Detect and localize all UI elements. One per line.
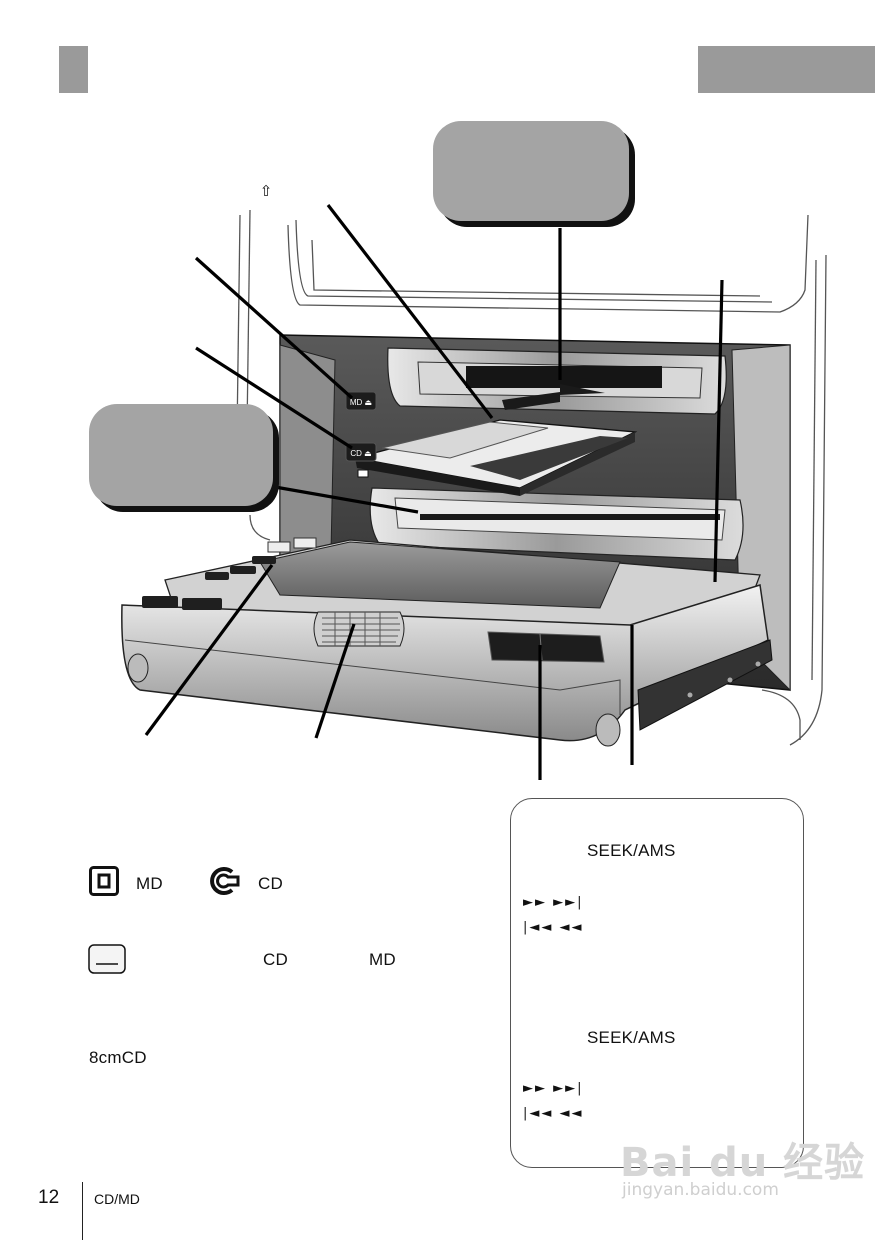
md-mode-icon: [89, 866, 119, 896]
seek-ams-info-box: SEEK/AMS ►► ►►| |◄◄ ◄◄ SEEK/AMS ►► ►►| |…: [510, 798, 804, 1168]
md-label: MD: [136, 874, 163, 893]
leader-lines: [144, 204, 724, 780]
backward-icons-2: |◄◄ ◄◄: [523, 1106, 584, 1121]
forward-icons-1: ►► ►►|: [523, 895, 584, 910]
callout-md-slot: [433, 121, 629, 221]
seek-heading-2: SEEK/AMS: [587, 1028, 676, 1047]
callout-cd-slot: [89, 404, 273, 506]
seek-heading-1: SEEK/AMS: [587, 841, 676, 860]
cd-label-2: CD: [263, 950, 288, 969]
watermark-brand: Bai du 经验: [620, 1140, 866, 1186]
up-arrow-icon: ⇧: [260, 182, 273, 200]
md-label-2: MD: [369, 950, 396, 969]
cd-label: CD: [258, 874, 283, 893]
footer-section: CD/MD: [94, 1191, 140, 1207]
section-tab-left: [59, 46, 88, 93]
md-cartridge: [354, 419, 638, 496]
section-tab-right: [698, 46, 875, 93]
dashboard-outline: [235, 209, 827, 746]
disc-size-note: 8cmCD: [89, 1048, 147, 1067]
page-number: 12: [38, 1187, 60, 1208]
footer-divider: [82, 1182, 83, 1240]
cd-mode-icon: [210, 867, 240, 895]
forward-icons-2: ►► ►►|: [523, 1081, 584, 1096]
eject-slot-icon: [88, 944, 126, 974]
watermark-url: jingyan.baidu.com: [622, 1180, 779, 1200]
backward-icons-1: |◄◄ ◄◄: [523, 920, 584, 935]
md-eject-button-label: MD ⏏: [350, 398, 372, 407]
head-unit-illustration: MD ⏏ CD ⏏: [121, 182, 827, 780]
cd-eject-button-label: CD ⏏: [350, 449, 371, 458]
volume-knob: [313, 611, 405, 647]
